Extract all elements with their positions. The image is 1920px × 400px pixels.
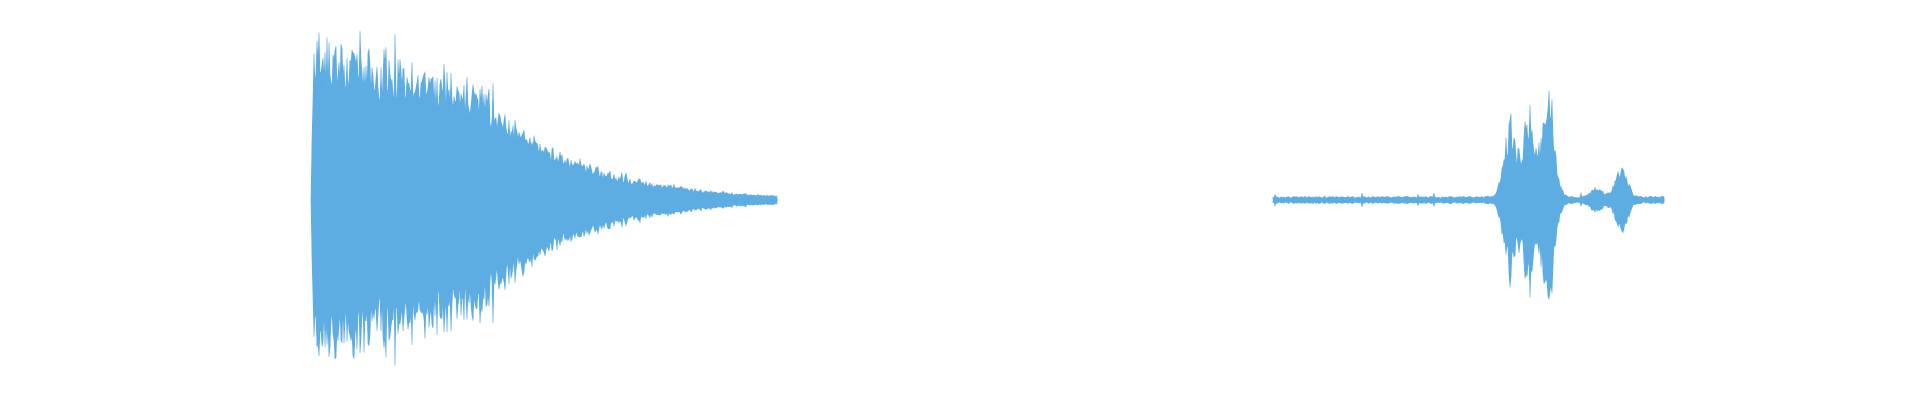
waveform-clip-rattle [1272,90,1665,300]
waveform-clip-impact [310,30,778,366]
waveform-clips [310,30,1665,366]
